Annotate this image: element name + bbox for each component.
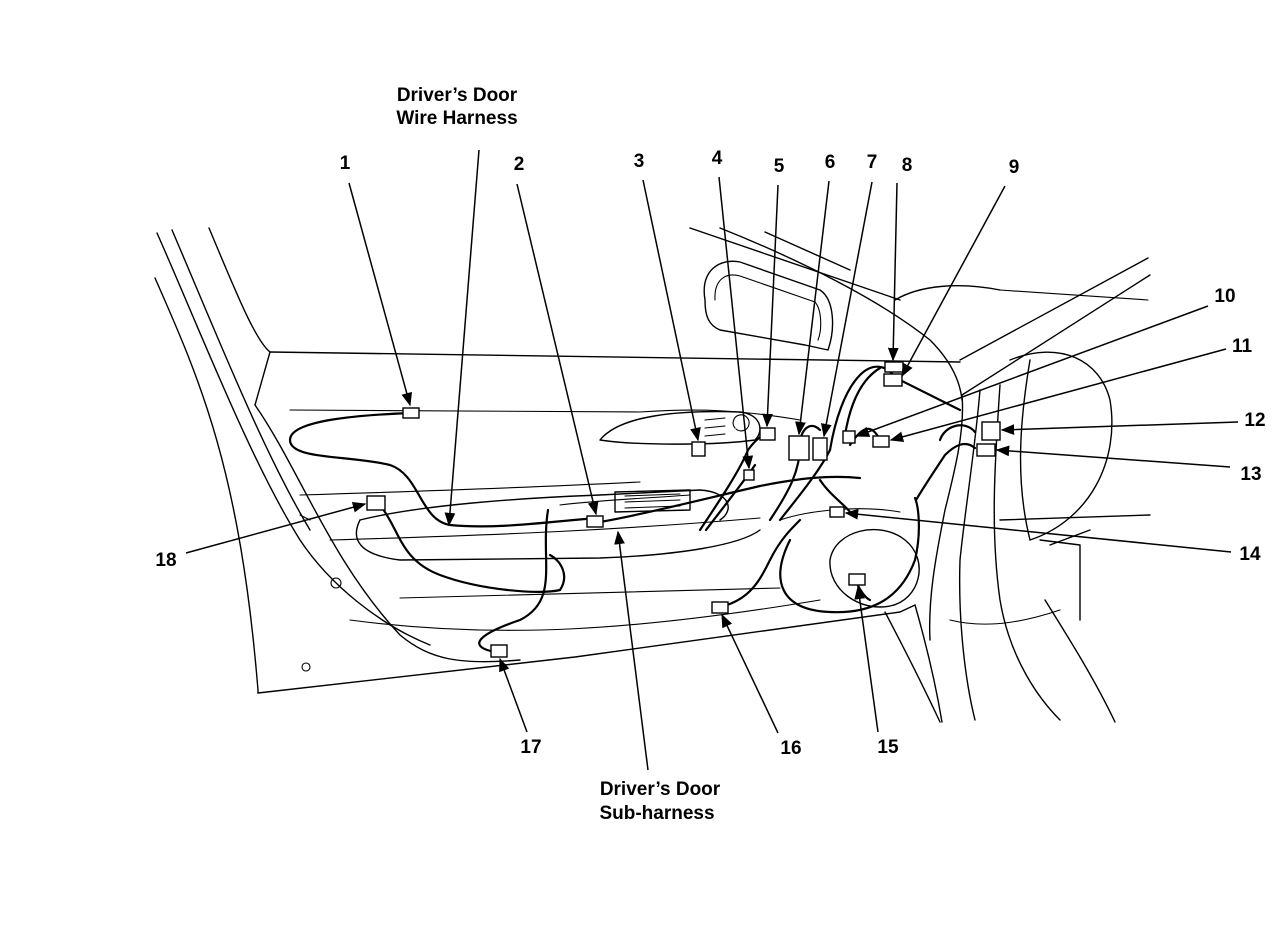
connector-4 — [743, 469, 755, 481]
callout-12: 12 — [1244, 410, 1265, 431]
connector-14 — [829, 506, 845, 518]
hinge-pillar — [884, 384, 1116, 723]
connector-2 — [586, 515, 604, 528]
callout-2: 2 — [514, 154, 525, 175]
callout-9: 9 — [1009, 157, 1020, 178]
connector-9 — [883, 373, 903, 387]
callout-5: 5 — [774, 156, 785, 177]
connector-18 — [366, 495, 386, 511]
sub-harness-label-line2: Sub-harness — [599, 803, 714, 824]
callout-15: 15 — [877, 737, 899, 758]
connector-10 — [842, 430, 856, 444]
mirror — [703, 260, 834, 351]
callout-7: 7 — [867, 152, 878, 173]
connectors — [366, 361, 1001, 658]
connector-11 — [872, 435, 890, 448]
connector-12 — [981, 421, 1001, 441]
connector-6 — [788, 435, 810, 461]
inner-handle-area — [599, 410, 761, 445]
callout-17: 17 — [520, 737, 541, 758]
leader-lines — [185, 149, 1239, 771]
callout-6: 6 — [825, 152, 836, 173]
speaker — [779, 508, 920, 608]
callout-13: 13 — [1240, 464, 1261, 485]
left-pillar — [156, 227, 431, 646]
connector-8 — [884, 361, 904, 373]
door-panel — [154, 277, 961, 694]
connector-16 — [711, 601, 729, 614]
window-frame — [689, 227, 1151, 621]
armrest — [355, 489, 761, 561]
callout-11: 11 — [1232, 336, 1253, 357]
connector-3 — [691, 441, 706, 457]
wire-harness-label-line1: Driver’s Door — [397, 85, 518, 106]
connector-1 — [402, 407, 420, 419]
callout-1: 1 — [340, 153, 351, 174]
callout-4: 4 — [712, 148, 723, 169]
callout-10: 10 — [1214, 286, 1235, 307]
connector-15 — [848, 573, 866, 586]
sub-harness-label-line1: Driver’s Door — [600, 779, 721, 800]
connector-7 — [812, 437, 828, 461]
callout-16: 16 — [780, 738, 801, 759]
connector-17 — [490, 644, 508, 658]
callout-8: 8 — [902, 155, 913, 176]
wire-harness-label-line2: Wire Harness — [396, 108, 517, 129]
callout-18: 18 — [155, 550, 176, 571]
callout-14: 14 — [1239, 544, 1261, 565]
callout-3: 3 — [634, 151, 645, 172]
connector-13 — [976, 443, 996, 457]
connector-5 — [759, 427, 776, 441]
